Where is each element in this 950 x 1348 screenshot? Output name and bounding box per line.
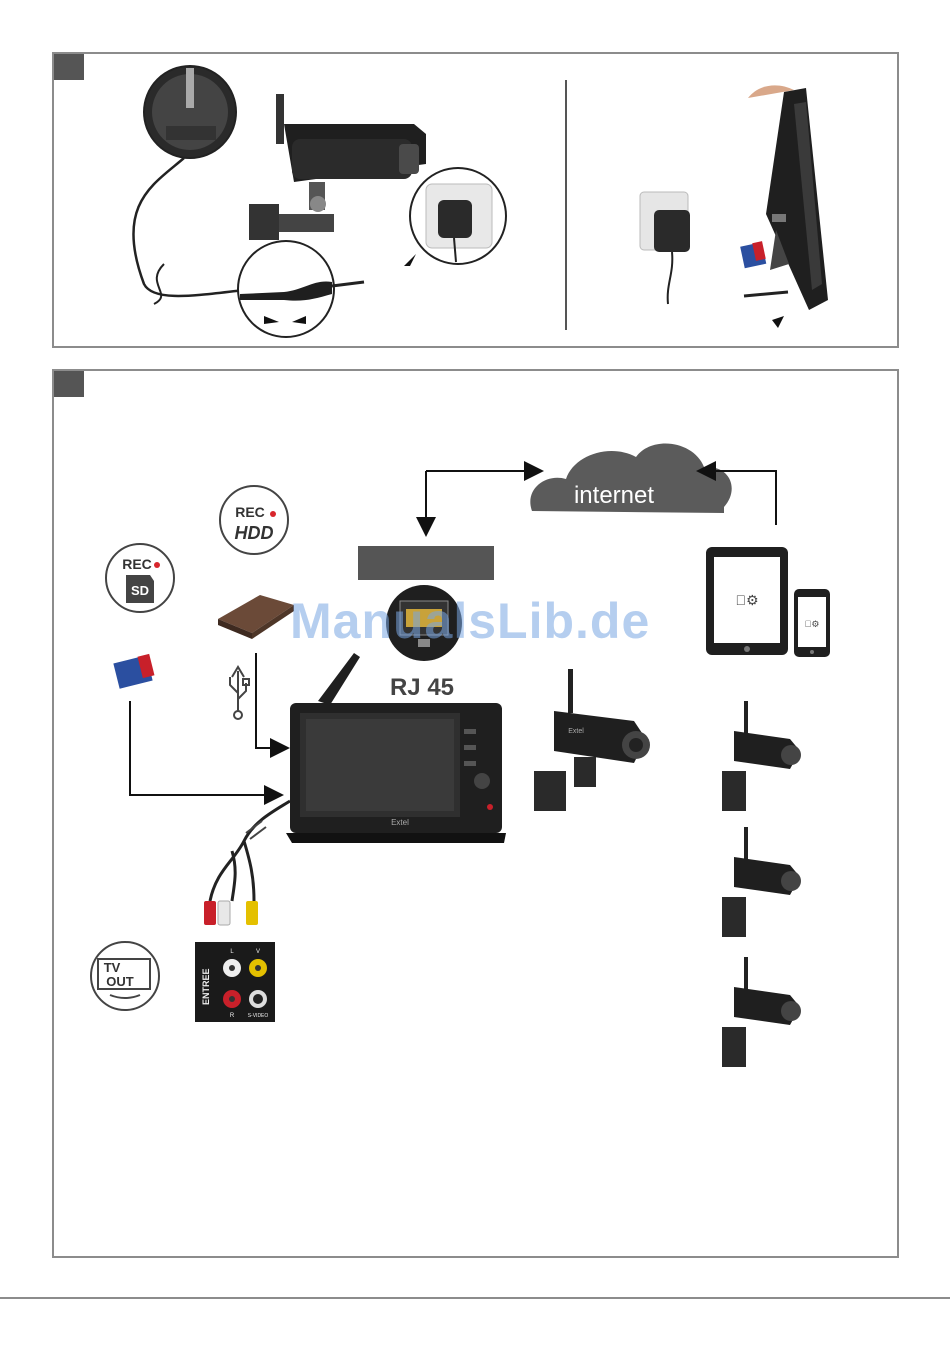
internet-label: internet	[574, 482, 654, 509]
rec-sd-top: REC	[122, 556, 152, 572]
rec-hdd-top: REC	[235, 504, 265, 520]
camera-brand: Extel	[568, 728, 584, 735]
connections-panel: internet RJ 45 REC HDD REC SD	[52, 369, 899, 1258]
monitor-side-view	[740, 85, 828, 328]
monitor-brand: Extel	[391, 818, 409, 827]
tablet-os-icons: ⚙	[735, 592, 758, 608]
av-side-label: ENTREE	[201, 968, 211, 1005]
rec-sd-bottom: SD	[131, 583, 149, 598]
rec-sd-dot	[154, 562, 160, 568]
connections-diagram: internet RJ 45 REC HDD REC SD	[54, 371, 897, 1256]
outdoor-camera	[249, 94, 426, 240]
phone-os-icons: ⚙	[805, 619, 820, 629]
router-bar	[358, 546, 494, 580]
tablet-device: ⚙	[706, 547, 788, 655]
rj45-label: RJ 45	[390, 674, 454, 701]
rec-hdd-bottom: HDD	[235, 523, 274, 543]
usb-icon	[230, 667, 249, 719]
smartphone-device: ⚙	[794, 589, 830, 657]
camera-extra-1	[722, 701, 801, 811]
tv-out-line1: TV	[104, 960, 121, 975]
rec-hdd-dot	[270, 511, 276, 517]
rec-sd-badge: REC SD	[106, 544, 174, 612]
camera-base-zoom	[144, 66, 236, 158]
tv-out-badge: TV OUT	[91, 942, 159, 1010]
connector-zoom	[238, 241, 364, 337]
installation-illustration	[54, 54, 897, 346]
camera-extra-3	[722, 957, 801, 1067]
tv-out-line2: OUT	[106, 974, 134, 989]
power-plug-zoom	[410, 168, 506, 264]
camera-main: Extel	[534, 669, 650, 811]
av-v-label: V	[256, 949, 260, 955]
av-svideo-label: S-VIDEO	[248, 1013, 269, 1019]
camera-extra-2	[722, 827, 801, 937]
internet-cloud: internet	[530, 444, 731, 513]
av-r-label: R	[230, 1013, 235, 1019]
rj45-port	[386, 585, 462, 661]
sd-card	[113, 654, 154, 689]
wall-adapter	[640, 192, 690, 304]
rec-hdd-badge: REC HDD	[220, 486, 288, 554]
external-hdd	[218, 595, 294, 639]
installation-panel	[52, 52, 899, 348]
footer-rule	[0, 1297, 950, 1299]
av-input-panel: ENTREE L V R S-VIDEO	[195, 942, 275, 1022]
